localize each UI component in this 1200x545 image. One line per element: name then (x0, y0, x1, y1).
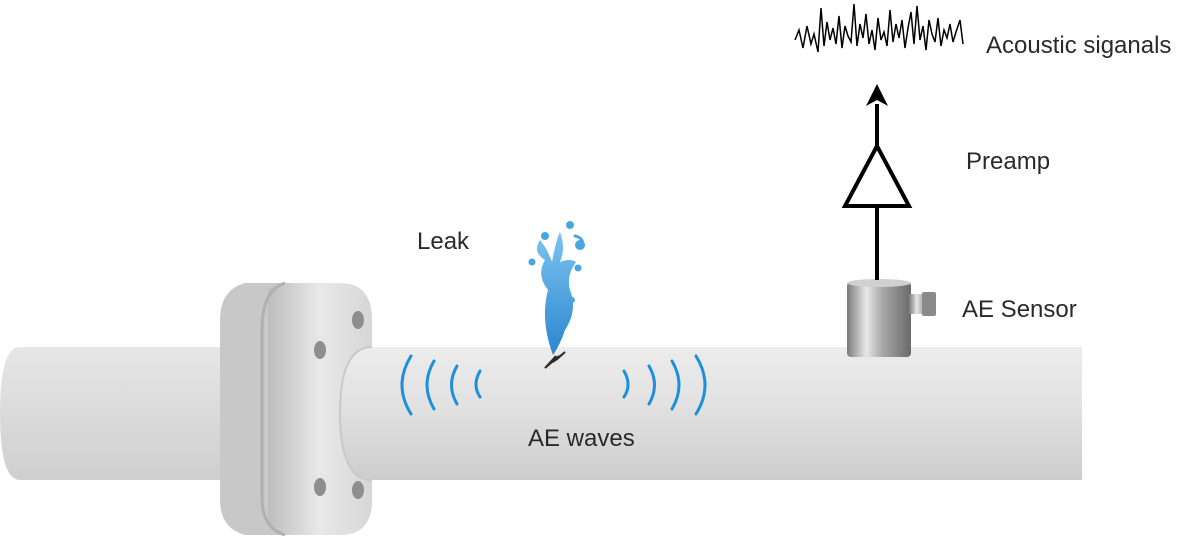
waveform (794, 3, 964, 53)
ae-waves-left (400, 354, 482, 416)
ae-waves-right (622, 354, 707, 416)
amplifier-triangle (841, 141, 913, 208)
wave-arc (425, 359, 436, 411)
flange (220, 281, 372, 537)
bolt-hole (352, 481, 364, 499)
leak-label: Leak (417, 228, 470, 255)
wave-arc (474, 369, 482, 399)
wave-arc (622, 369, 630, 399)
bolt-hole (352, 311, 364, 329)
ae-sensor (847, 279, 936, 357)
water-leak-icon (528, 221, 585, 355)
main-pipe (338, 346, 1082, 481)
preamp-chain (841, 104, 913, 280)
ae-waves-label: AE waves (528, 425, 635, 452)
ae-sensor-label: AE Sensor (962, 296, 1077, 323)
wave-arc (694, 354, 707, 416)
crack-icon (544, 351, 566, 369)
bolt-hole (314, 341, 326, 359)
bolt-hole (314, 478, 326, 496)
arrow-up (866, 84, 888, 106)
left-pipe (0, 347, 240, 480)
preamp-label: Preamp (966, 148, 1051, 175)
wave-arc (400, 354, 413, 416)
wave-arc (647, 364, 656, 406)
wave-arc (450, 364, 459, 406)
wave-arc (670, 359, 681, 411)
acoustic-signals-label: Acoustic siganals (986, 32, 1172, 59)
